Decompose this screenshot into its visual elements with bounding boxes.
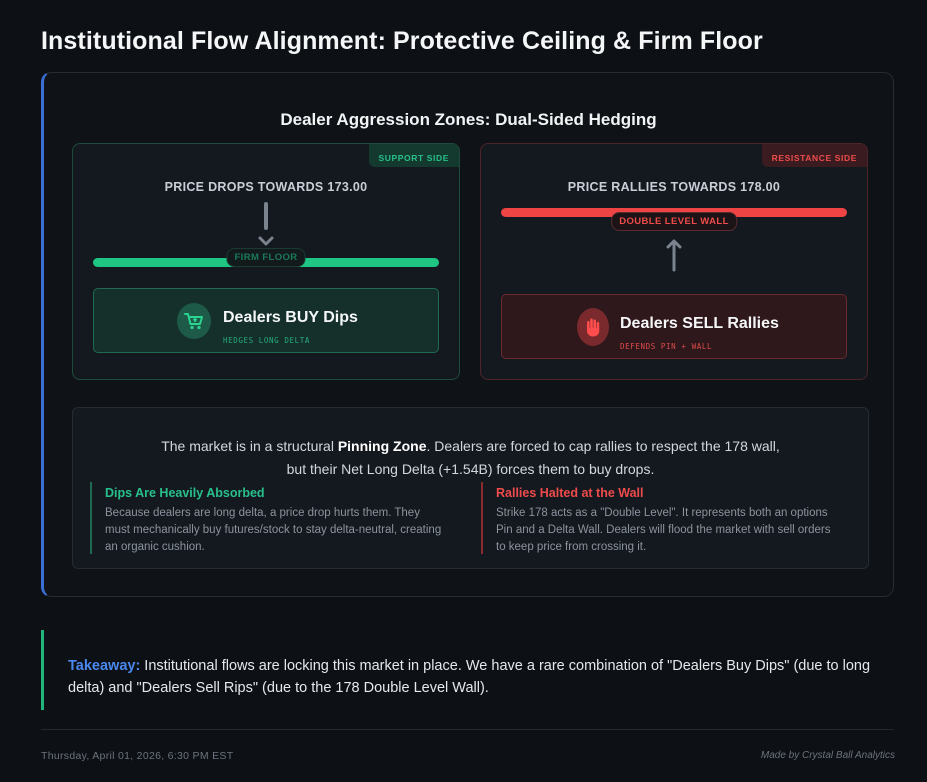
footer-divider	[41, 729, 894, 730]
double-level-wall-label: DOUBLE LEVEL WALL	[611, 212, 737, 231]
section-title: Dealer Aggression Zones: Dual-Sided Hedg…	[280, 110, 657, 129]
hand-stop-icon	[577, 308, 609, 346]
dips-absorbed-text: Because dealers are long delta, a price …	[105, 507, 442, 553]
arrow-up-icon	[666, 239, 682, 272]
explanation-line1-suffix: . Dealers are forced to cap rallies to r…	[426, 438, 780, 454]
dips-absorbed-title: Dips Are Heavily Absorbed	[105, 486, 265, 500]
pinning-zone-explanation: The market is in a structural Pinning Zo…	[72, 407, 869, 569]
arrow-down-icon	[258, 202, 274, 246]
dealer-zones-card: Dealer Aggression Zones: Dual-Sided Hedg…	[41, 72, 894, 597]
rallies-halted-text: Strike 178 acts as a "Double Level". It …	[496, 507, 831, 553]
cart-icon	[177, 303, 211, 339]
explanation-line2: but their Net Long Delta (+1.54B) forces…	[286, 461, 655, 477]
support-zone-heading: PRICE DROPS TOWARDS 173.00	[164, 180, 368, 194]
dealers-buy-dips-title: Dealers BUY Dips	[223, 309, 358, 326]
defends-pin-wall-subtitle: DEFENDS PIN + WALL	[620, 342, 713, 351]
resistance-side-badge: RESISTANCE SIDE	[761, 144, 867, 167]
rallies-halted-title: Rallies Halted at the Wall	[496, 486, 644, 500]
pinning-zone-highlight: Pinning Zone	[337, 438, 427, 454]
firm-floor-label: FIRM FLOOR	[226, 248, 306, 267]
dealers-buy-dips-box: Dealers BUY Dips HEDGES LONG DELTA	[93, 288, 439, 353]
support-zone-panel: SUPPORT SIDE PRICE DROPS TOWARDS 173.00 …	[72, 143, 460, 380]
dealers-sell-rallies-box: Dealers SELL Rallies DEFENDS PIN + WALL	[501, 294, 847, 359]
page-title: Institutional Flow Alignment: Protective…	[41, 27, 763, 55]
takeaway-text: Institutional flows are locking this mar…	[68, 658, 871, 696]
support-side-badge: SUPPORT SIDE	[368, 144, 459, 167]
footer-date: Thursday, April 01, 2026, 6:30 PM EST	[41, 750, 234, 762]
dealers-sell-rallies-title: Dealers SELL Rallies	[620, 315, 779, 332]
hedges-long-delta-subtitle: HEDGES LONG DELTA	[223, 336, 310, 345]
rallies-halted-column: Rallies Halted at the Wall Strike 178 ac…	[481, 482, 836, 554]
takeaway-callout: Takeaway: Institutional flows are lockin…	[41, 630, 894, 710]
resistance-zone-panel: RESISTANCE SIDE PRICE RALLIES TOWARDS 17…	[480, 143, 868, 380]
takeaway-label: Takeaway:	[68, 658, 141, 674]
explanation-line1-prefix: The market is in a structural	[161, 438, 338, 454]
resistance-zone-heading: PRICE RALLIES TOWARDS 178.00	[567, 180, 781, 194]
footer-credit: Made by Crystal Ball Analytics	[760, 750, 895, 761]
dips-absorbed-column: Dips Are Heavily Absorbed Because dealer…	[90, 482, 445, 554]
explanation-text: The market is in a structural Pinning Zo…	[93, 435, 848, 481]
